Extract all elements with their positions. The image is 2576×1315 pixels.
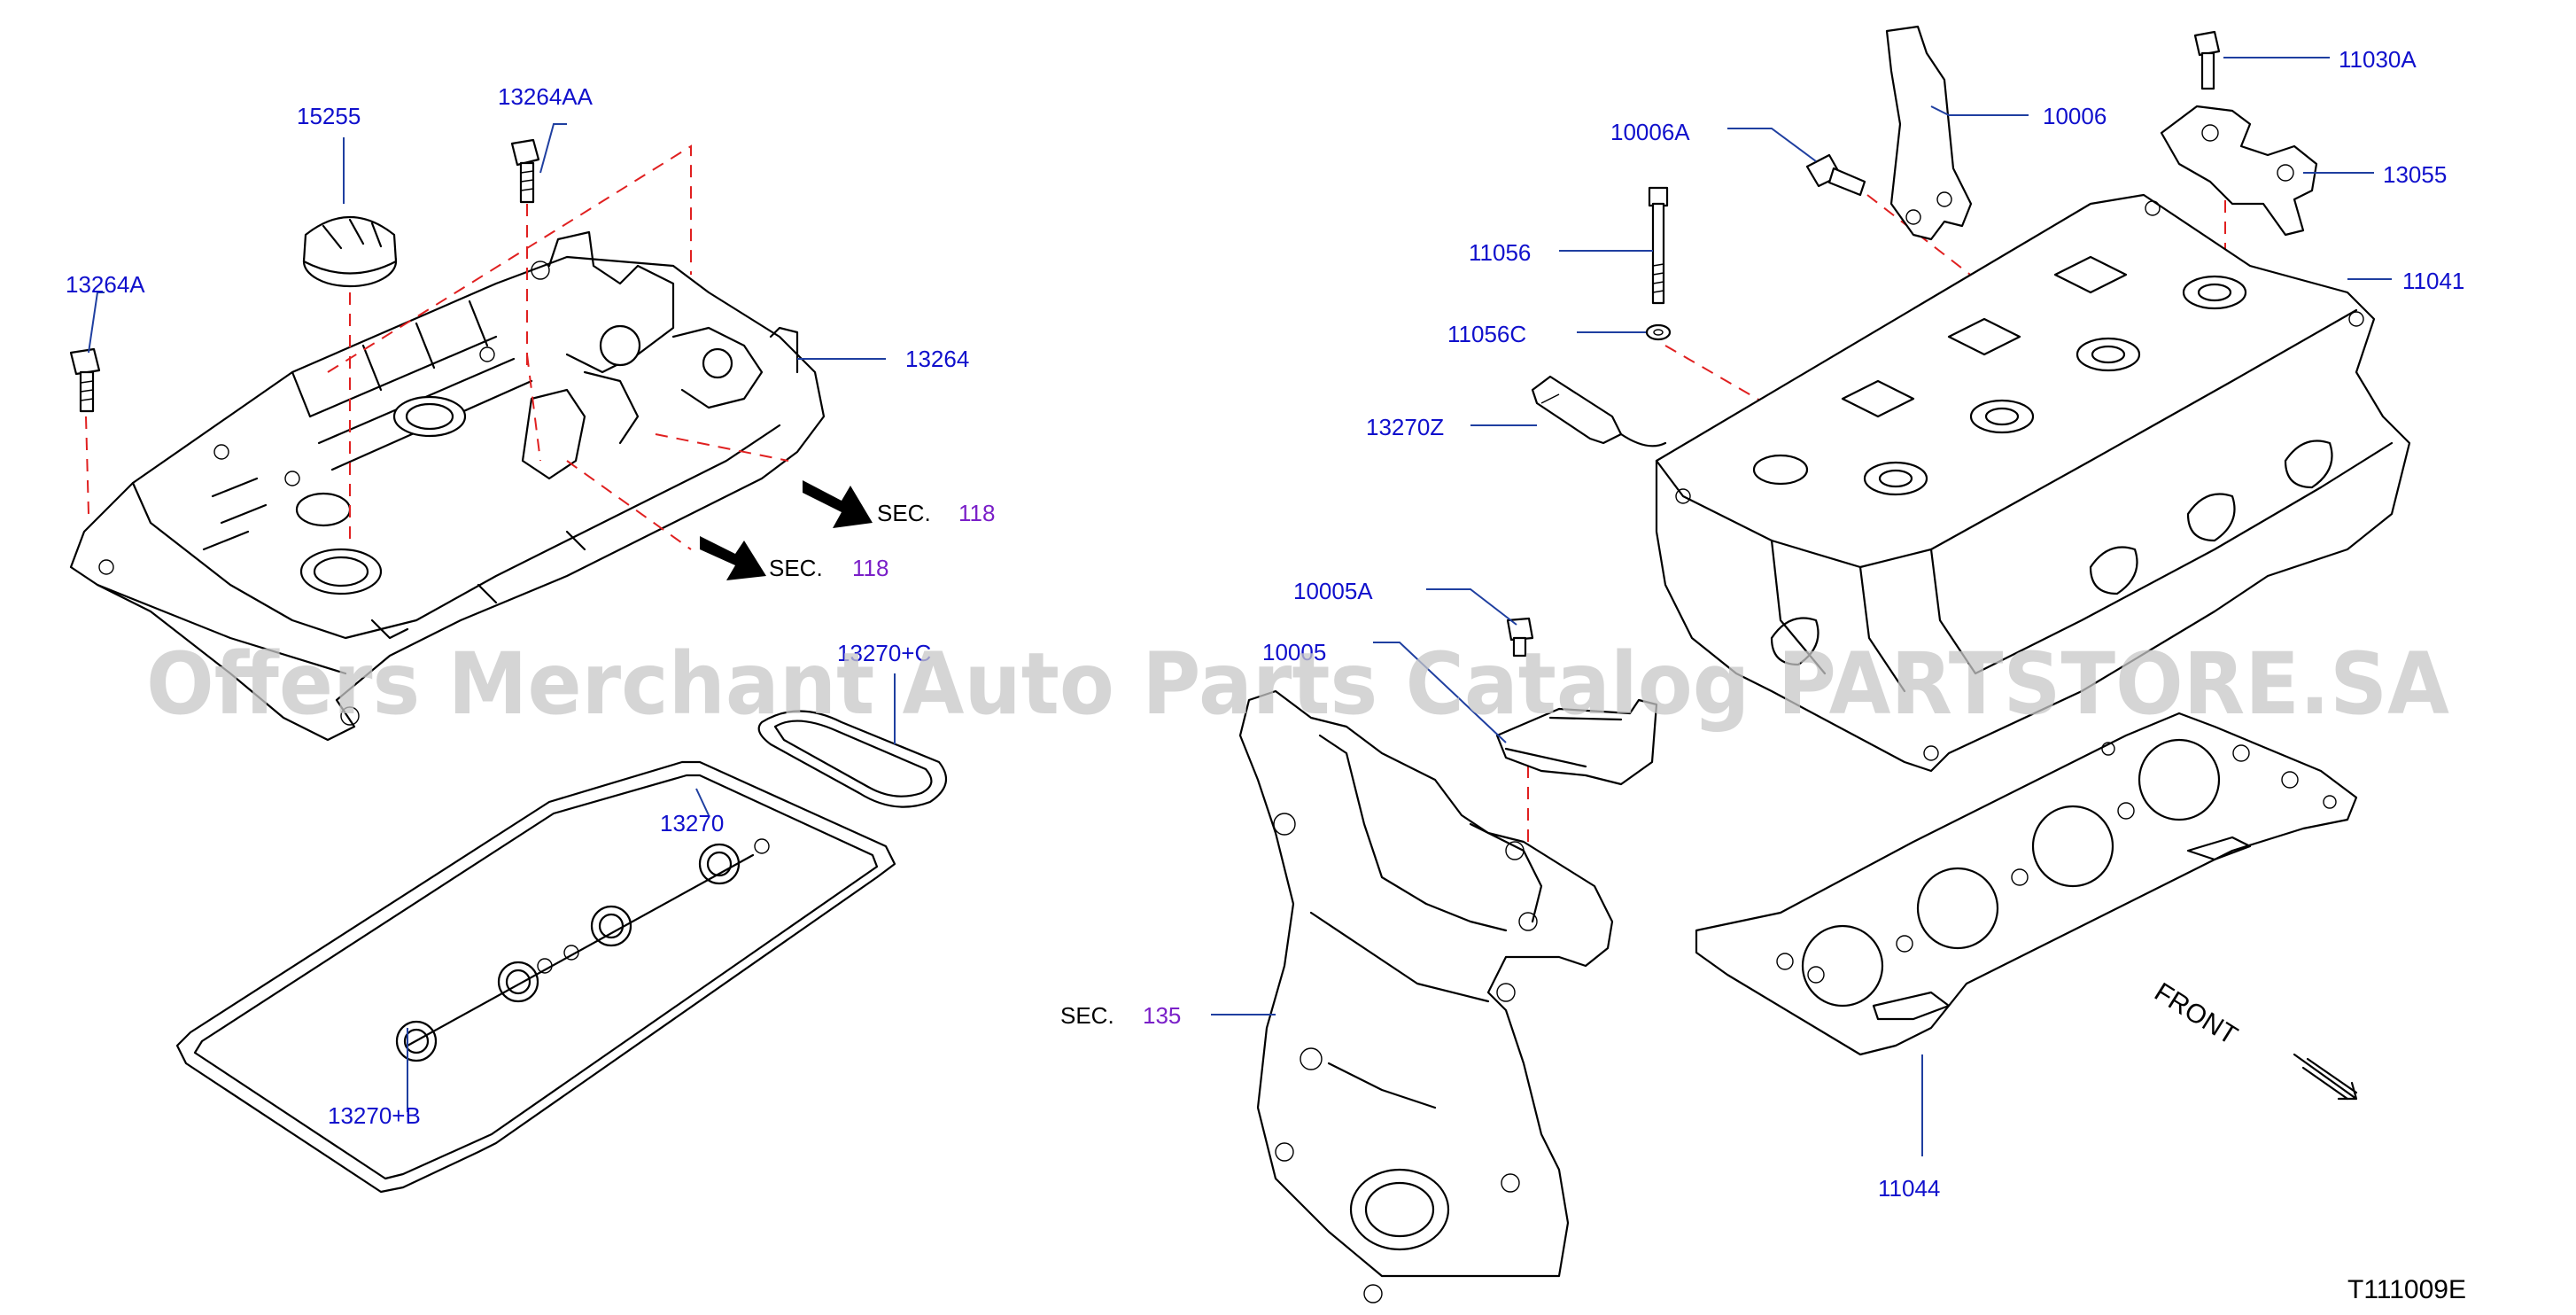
label-10005a: 10005A	[1293, 578, 1373, 604]
sealant-tube-13270z-illustration	[1531, 375, 1667, 447]
sec-ref-number: 135	[1143, 1002, 1181, 1029]
head-gasket-illustration	[1695, 712, 2358, 1056]
section-references: SEC. 118 SEC. 118 SEC. 135	[769, 500, 1181, 1029]
label-11056: 11056	[1469, 239, 1531, 266]
label-13270: 13270	[660, 810, 724, 836]
oil-cap-illustration	[302, 216, 398, 288]
label-11056c: 11056C	[1447, 321, 1526, 347]
bracket-13055-illustration	[2160, 105, 2318, 237]
label-13264a: 13264A	[66, 271, 145, 298]
bolt-10006a-illustration	[1805, 153, 1866, 197]
leader-lines	[88, 57, 2392, 1156]
part-labels: 15255 13264AA 13264A 13264 13270+C 13270…	[66, 46, 2464, 1202]
sec-ref-prefix: SEC.	[1060, 1002, 1114, 1029]
front-label: FRONT	[2149, 977, 2242, 1051]
timing-cover-illustration	[1238, 689, 1614, 1303]
label-10005: 10005	[1262, 639, 1326, 665]
watermark-text: Offers Merchant Auto Parts Catalog PARTS…	[146, 634, 2449, 734]
sec-ref-prefix: SEC.	[877, 500, 931, 526]
sec-ref-number: 118	[958, 500, 995, 526]
label-13270-c: 13270+C	[837, 640, 931, 666]
front-direction-arrow	[2293, 1053, 2358, 1101]
label-11030a: 11030A	[2339, 46, 2417, 73]
label-11044: 11044	[1878, 1175, 1940, 1202]
section-arrows	[700, 480, 873, 580]
head-bolt-11056-illustration	[1648, 186, 1669, 305]
sec-ref-number: 118	[852, 555, 888, 581]
label-13270-b: 13270+B	[328, 1102, 421, 1129]
label-13264aa: 13264AA	[498, 83, 594, 110]
label-15255: 15255	[297, 103, 361, 129]
diagram-code: T111009E	[2347, 1275, 2466, 1304]
washer-11056c-illustration	[1645, 323, 1672, 341]
bracket-10005-illustration	[1495, 698, 1658, 786]
cylinder-head-illustration	[1655, 193, 2411, 773]
label-11041: 11041	[2402, 268, 2464, 294]
sec-ref-prefix: SEC.	[769, 555, 823, 581]
bolt-13264aa-illustration	[510, 138, 540, 204]
rocker-cover-gasket-illustration	[175, 760, 896, 1194]
label-13055: 13055	[2383, 161, 2447, 188]
bolt-11030a-illustration	[2193, 30, 2221, 90]
bracket-10006-illustration	[1885, 25, 1973, 241]
bolt-10005a-illustration	[1506, 617, 1534, 658]
bolt-13264a-illustration	[69, 347, 101, 413]
label-10006: 10006	[2043, 103, 2107, 129]
rocker-cover-illustration	[69, 230, 826, 742]
label-13270z: 13270Z	[1366, 414, 1444, 440]
alignment-lines	[85, 115, 2226, 895]
label-10006a: 10006A	[1610, 119, 1690, 145]
label-13264: 13264	[905, 346, 969, 372]
plug-tube-gasket-illustration	[757, 710, 948, 808]
